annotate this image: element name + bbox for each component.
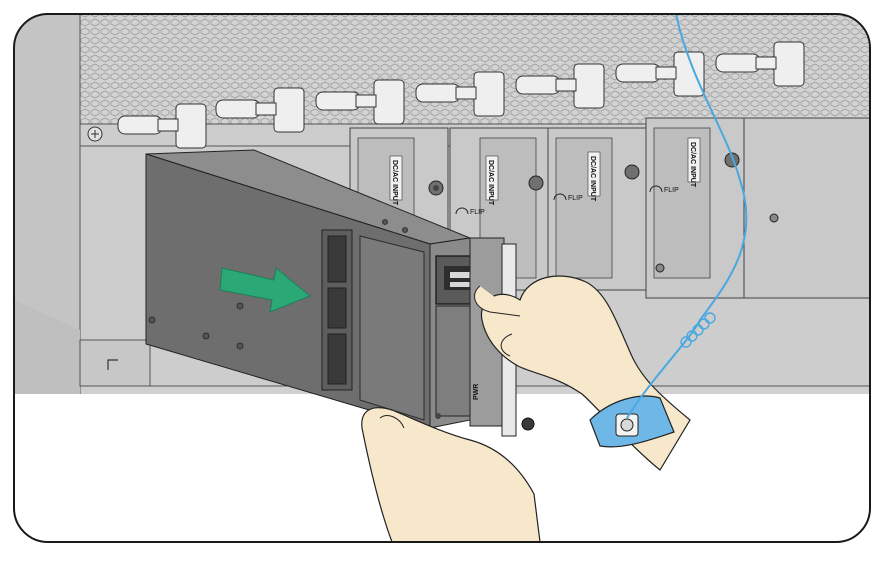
ground-cable: [626, 14, 748, 419]
slot-label: DC/AC INPUT: [391, 160, 398, 206]
module-vent: [321, 229, 353, 391]
supporting-hand: [361, 407, 541, 542]
slot-label: DC/AC INPUT: [689, 142, 696, 188]
illustration-frame: [13, 13, 871, 543]
slot-4: DC/AC INPUT FLIP: [645, 117, 745, 299]
direction-arrow-icon: [219, 267, 311, 313]
flip-label: FLIP: [470, 209, 485, 216]
status-label: PWR: [473, 384, 480, 400]
flip-label: FLIP: [664, 187, 679, 194]
slot-label: DC/AC INPUT: [487, 160, 494, 206]
esd-wrist-strap-icon: [589, 14, 748, 448]
slot-label: DC/AC INPUT: [589, 156, 596, 202]
slot-3: DC/AC INPUT FLIP: [547, 127, 647, 291]
power-connectors: [117, 41, 805, 149]
grounding-screw-icon: [87, 126, 103, 142]
captive-screw: [521, 417, 535, 431]
slot-5: [743, 117, 870, 299]
flip-label: FLIP: [568, 195, 583, 202]
